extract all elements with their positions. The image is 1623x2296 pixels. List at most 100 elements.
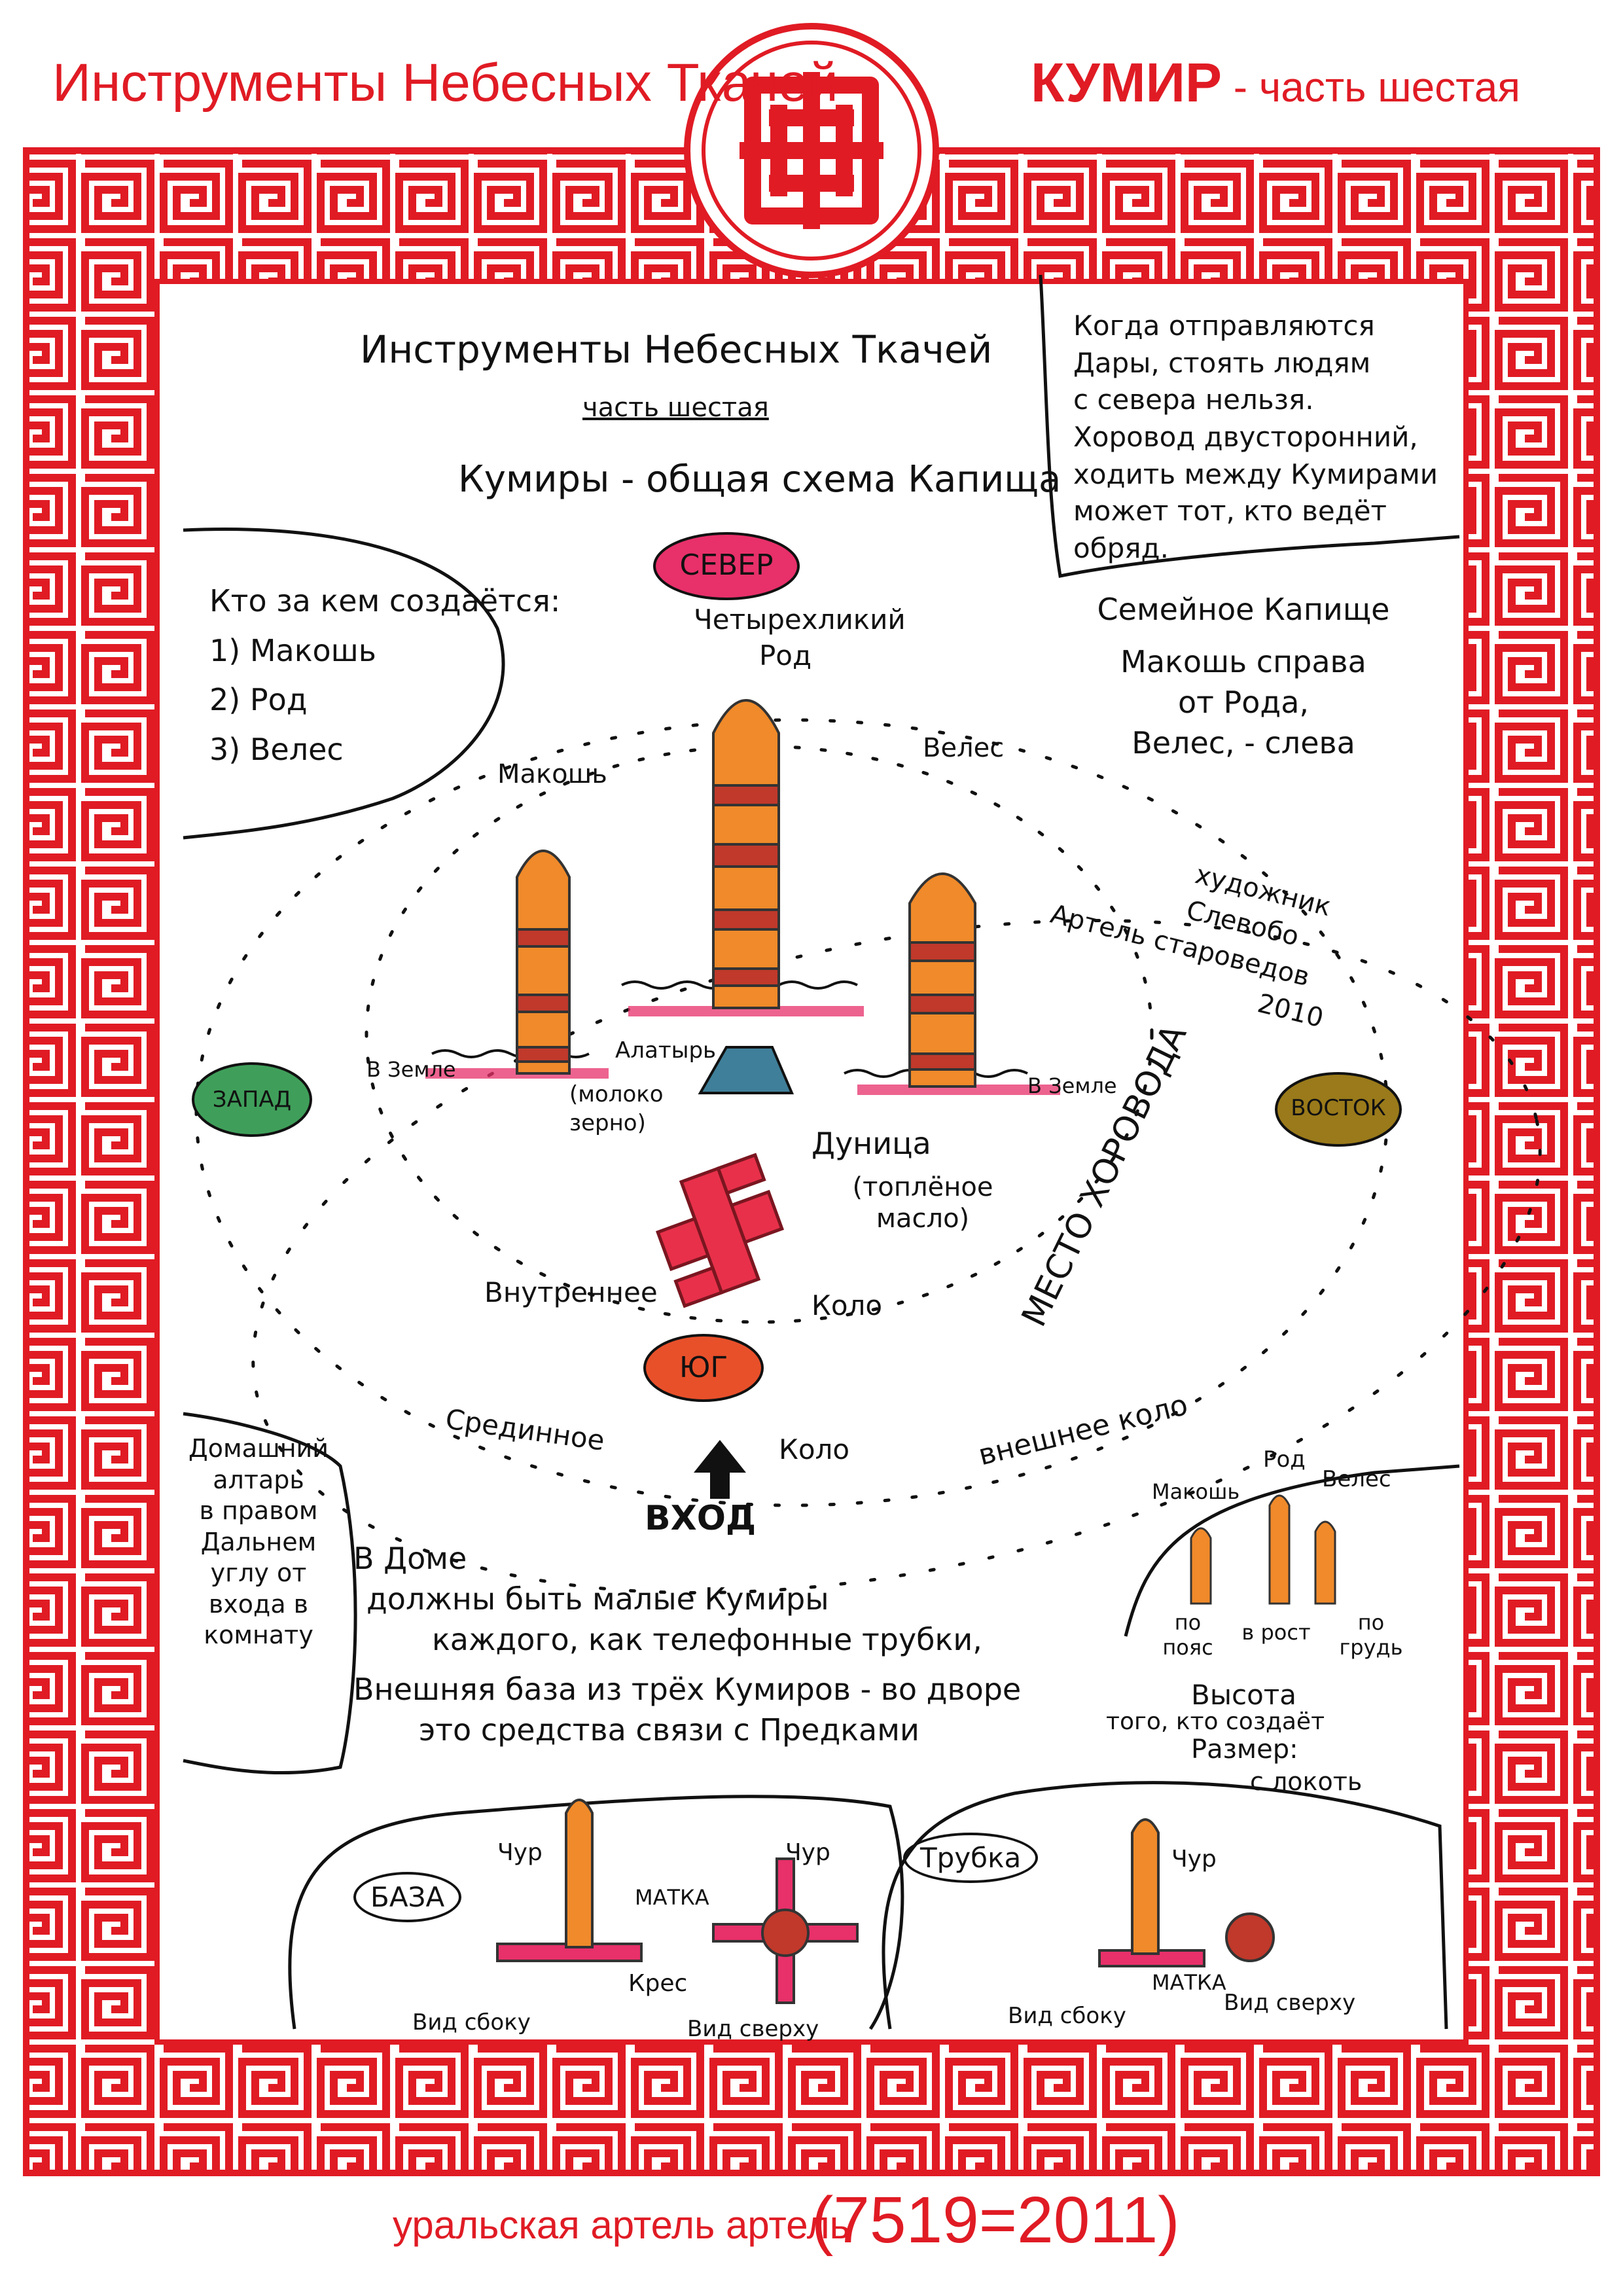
milk-label: (молоко зерно) <box>569 1081 664 1137</box>
veles-label: Велес <box>923 733 1005 763</box>
gifts-line: обряд. <box>1073 532 1169 565</box>
order-item: 2) Род <box>209 682 308 717</box>
in-earth-left: В Земле <box>366 1057 456 1082</box>
tube-chur: Чур <box>1171 1846 1217 1873</box>
entrance-arrow <box>694 1440 746 1499</box>
home-line: Внешняя база из трёх Кумиров - во дворе <box>353 1672 1022 1708</box>
height-creator: того, кто создаёт <box>1106 1708 1325 1735</box>
order-note-outline <box>183 528 505 840</box>
base-matka: МАТКА <box>635 1885 709 1910</box>
height-of: Высота <box>1191 1679 1296 1711</box>
small-idols <box>1190 1494 1336 1605</box>
base-side-label: Вид сбоку <box>412 2009 531 2036</box>
height-rod: Род <box>1263 1446 1306 1473</box>
home-line: В Доме <box>353 1541 467 1576</box>
middle-kolo-word: Коло <box>779 1433 850 1465</box>
sheet-subtitle: часть шестая <box>582 393 769 423</box>
footer-left: уральская артель артель <box>393 2203 850 2247</box>
tube-matka: МАТКА <box>1152 1970 1226 1995</box>
base-side-view <box>496 1799 643 1962</box>
family-title: Семейное Капище <box>1097 592 1390 627</box>
tube-side-label: Вид сбоку <box>1008 2003 1126 2029</box>
makosh-label: Макошь <box>497 759 607 789</box>
altar-line: входа в <box>208 1589 309 1619</box>
middle-kolo-ring <box>194 718 1389 1507</box>
base-top-label: Вид сверху <box>687 2016 819 2042</box>
alatyr-label: Алатырь <box>615 1037 717 1064</box>
base-chur-top: Чур <box>785 1839 830 1866</box>
tube-side-view <box>1098 1818 1205 1967</box>
tube-top-label: Вид сверху <box>1224 1990 1356 2016</box>
east-oval <box>1275 1072 1402 1147</box>
idol-veles <box>908 872 976 1088</box>
home-line: это средства связи с Предками <box>419 1712 919 1748</box>
tube-top-view <box>1225 1912 1275 1962</box>
base-title: БАЗА <box>353 1872 462 1922</box>
size-label: Размер: <box>1191 1734 1298 1765</box>
sheet-heading: Кумиры - общая схема Капища <box>458 458 1061 501</box>
south-oval <box>643 1334 764 1402</box>
butter-label: (топлёное масло) <box>852 1172 993 1234</box>
family-line: Велес, - слева <box>1132 725 1355 761</box>
order-title: Кто за кем создаётся: <box>209 583 561 619</box>
order-note: Кто за кем создаётся: 1) Макошь 2) Род 3… <box>209 583 560 768</box>
height-waist: по пояс <box>1162 1610 1213 1660</box>
idol-makosh <box>516 850 571 1075</box>
altar-line: Дальнем <box>200 1527 317 1556</box>
altar-line: в правом <box>199 1496 318 1525</box>
inner-kolo-ring <box>365 744 1154 1324</box>
header-right-main: КУМИР <box>1031 52 1222 113</box>
gifts-line: с севера нельзя. <box>1073 384 1314 416</box>
north-label: СЕВЕР <box>679 548 774 582</box>
heights-outline <box>1124 1464 1460 1637</box>
height-makosh: Макошь <box>1152 1479 1240 1504</box>
family-line: Макошь справа <box>1120 644 1366 680</box>
header-right-title: КУМИР - часть шестая <box>1031 51 1520 115</box>
gifts-line: Хоровод двусторонний, <box>1073 421 1418 454</box>
sheet-title: Инструменты Небесных Ткачей <box>360 327 993 372</box>
gifts-line: Дары, стоять людям <box>1073 346 1371 379</box>
header-left-title: Инструменты Небесных Ткачей <box>52 53 838 113</box>
in-earth-right: В Земле <box>1027 1073 1117 1098</box>
dunitsa-label: Дуница <box>812 1126 931 1161</box>
home-note: В Доме должны быть малые Кумиры каждого,… <box>353 1538 1139 1750</box>
height-veles: Велес <box>1322 1466 1391 1492</box>
west-label: ЗАПАД <box>212 1086 292 1113</box>
base-top-view <box>712 1857 859 2004</box>
altar-note: Домашний алтарь в правом Дальнем углу от… <box>177 1433 340 1651</box>
inner-kolo-label: Внутреннее <box>484 1276 658 1308</box>
west-oval <box>192 1062 312 1137</box>
order-item: 3) Велес <box>209 731 344 767</box>
base-blob <box>288 1795 904 2030</box>
gifts-note-outline <box>1039 274 1460 578</box>
gifts-line: ходить между Кумирами <box>1073 457 1438 490</box>
altar-line: Домашний <box>188 1434 329 1463</box>
idol-rod <box>712 699 780 1009</box>
gifts-line: Когда отправляются <box>1073 310 1375 342</box>
gifts-note: Когда отправляются Дары, стоять людям с … <box>1073 308 1438 567</box>
base-chur: Чур <box>497 1839 543 1866</box>
home-line: каждого, как телефонные трубки, <box>432 1622 982 1658</box>
footer-right: (7519=2011) <box>812 2183 1180 2257</box>
tube-blob <box>882 1781 1448 2030</box>
outer-kolo-ring <box>251 919 1542 1594</box>
alatyr-stone <box>698 1046 794 1094</box>
altar-line: комнату <box>204 1621 313 1649</box>
gifts-line: может тот, кто ведёт <box>1073 495 1387 528</box>
header-right-rest: - часть шестая <box>1222 63 1521 111</box>
north-oval <box>653 532 800 600</box>
height-full: в рост <box>1241 1620 1311 1645</box>
home-line: должны быть малые Кумиры <box>366 1581 829 1617</box>
altar-note-outline <box>183 1412 357 1775</box>
entrance-label: ВХОД <box>645 1499 757 1538</box>
family-line: от Рода, <box>1177 685 1310 721</box>
inner-kolo-word: Коло <box>812 1289 883 1321</box>
family-note: Семейное Капище Макошь справа от Рода, В… <box>1067 589 1420 763</box>
rod-label: Четырехликий Род <box>694 603 906 672</box>
altar-line: алтарь <box>213 1465 304 1494</box>
base-kres: Крес <box>628 1970 688 1997</box>
tube-title: Трубка <box>903 1833 1039 1883</box>
order-item: 1) Макошь <box>209 632 376 668</box>
